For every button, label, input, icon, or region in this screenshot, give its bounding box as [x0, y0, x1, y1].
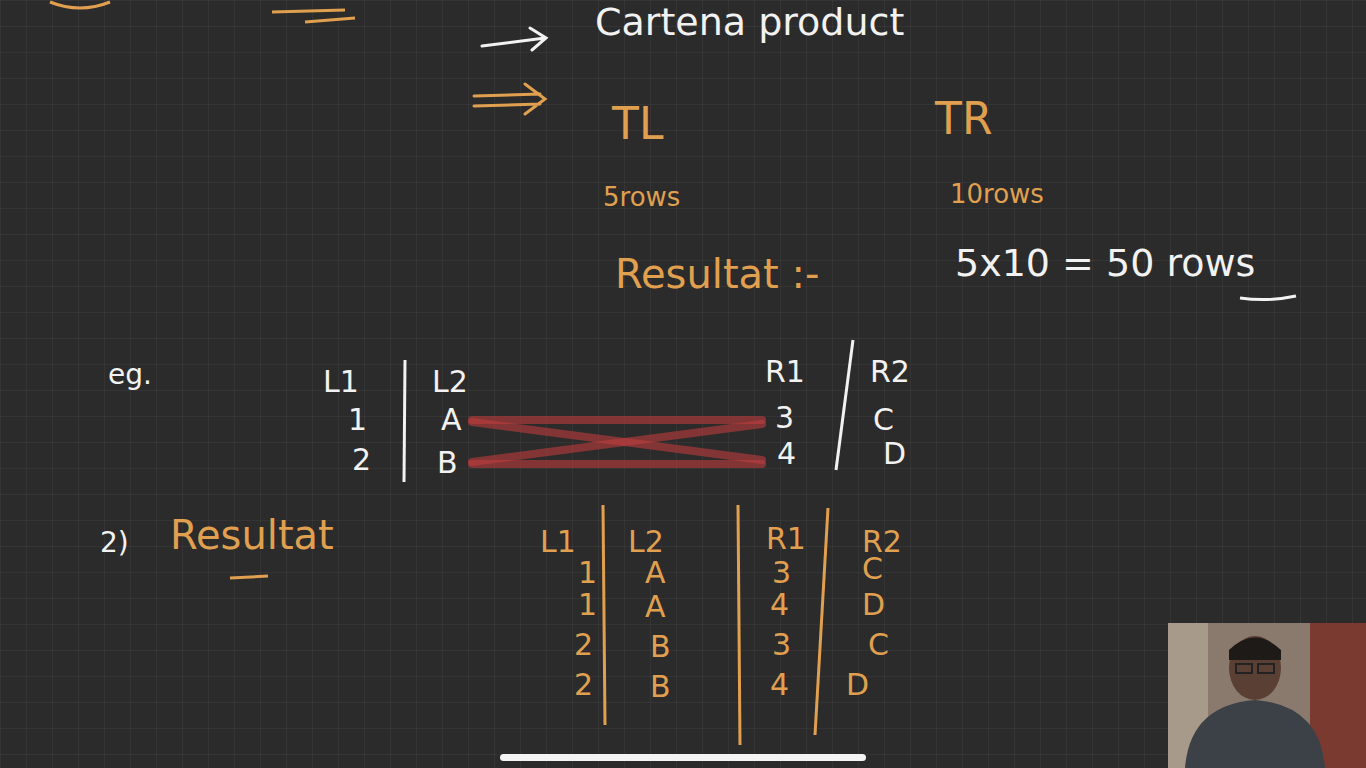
table-cell: C	[873, 403, 894, 436]
formula: 5x10 = 50 rows	[955, 243, 1255, 285]
table-cell: 3	[772, 628, 791, 661]
table-cell: 1	[578, 588, 597, 621]
column-header: L1	[540, 525, 576, 558]
column-header: L1	[323, 365, 359, 398]
heading-text: Cartena product	[595, 2, 904, 44]
table-cell: 2	[574, 668, 593, 701]
result-label: Resultat :-	[615, 252, 819, 296]
table-cell: 1	[348, 403, 367, 436]
table-cell: A	[645, 556, 666, 589]
table-cell: 2	[352, 443, 371, 476]
column-header: R1	[766, 522, 806, 555]
table-cell: B	[650, 670, 671, 703]
table-name: TL	[612, 100, 663, 148]
column-header: L2	[432, 365, 468, 398]
partial-circle	[50, 2, 110, 8]
row-count: 5rows	[603, 183, 680, 212]
table-cell: B	[437, 446, 458, 479]
underline-mark	[1240, 296, 1296, 300]
table-separator	[603, 505, 828, 745]
table-cell: 4	[777, 437, 796, 470]
table-cell: C	[862, 552, 883, 585]
underline-mark	[305, 18, 355, 22]
table-cell: 3	[772, 556, 791, 589]
example-label: eg.	[108, 360, 152, 391]
underline-mark	[272, 10, 345, 12]
column-header: L2	[628, 525, 664, 558]
table-separator	[404, 360, 405, 482]
step-number: 2)	[100, 528, 129, 559]
result-label: Resultat	[170, 513, 334, 557]
table-name: TR	[935, 95, 992, 143]
webcam-inset	[1168, 623, 1366, 768]
underline-mark	[230, 576, 268, 578]
table-cell: 1	[578, 556, 597, 589]
table-cell: 2	[574, 628, 593, 661]
home-bar	[500, 754, 866, 761]
table-cell: C	[868, 628, 889, 661]
table-cell: D	[883, 437, 906, 470]
table-cell: A	[441, 403, 462, 436]
implies-arrow	[474, 84, 545, 114]
pairing-lines	[472, 420, 762, 464]
table-cell: A	[645, 590, 666, 623]
table-cell: B	[650, 630, 671, 663]
table-cell: D	[862, 588, 885, 621]
table-cell: 3	[775, 401, 794, 434]
table-separator	[836, 340, 853, 470]
row-count: 10rows	[950, 180, 1044, 209]
column-header: R2	[870, 355, 910, 388]
table-cell: D	[846, 668, 869, 701]
pointer-arrow	[482, 28, 546, 50]
table-cell: 4	[770, 588, 789, 621]
column-header: R1	[765, 355, 805, 388]
table-cell: 4	[770, 668, 789, 701]
